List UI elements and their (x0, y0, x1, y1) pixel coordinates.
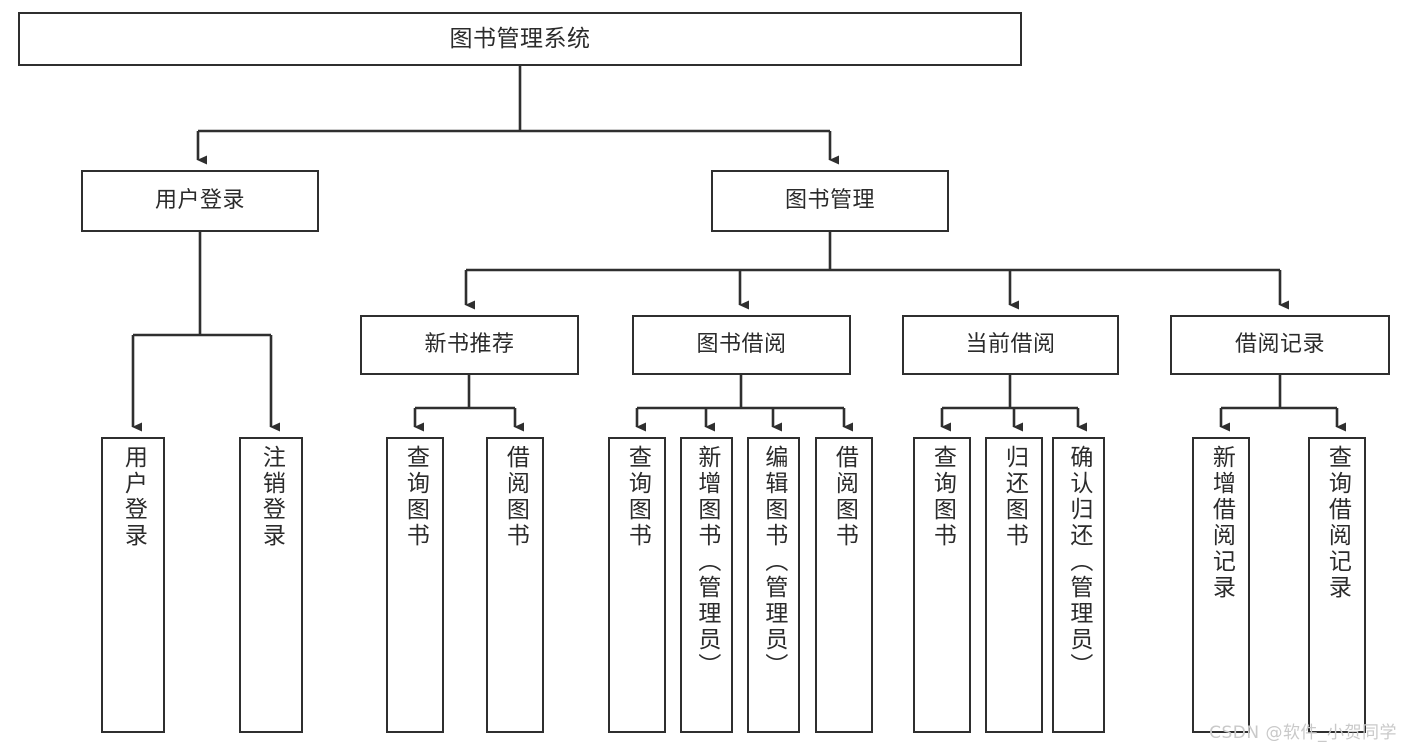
leaf-query-borrow-record[interactable]: 查询借阅记录 (1308, 437, 1366, 733)
leaf-return-book-label: 归还图书 (1001, 445, 1028, 549)
leaf-query-book-recommendation[interactable]: 查询图书 (386, 437, 444, 733)
node-book-borrow[interactable]: 图书借阅 (632, 315, 851, 375)
leaf-user-login-label: 用户登录 (120, 445, 147, 549)
leaf-confirm-return-admin-label: 确认归还（管理员） (1065, 445, 1092, 679)
node-borrow-record-label: 借阅记录 (1234, 331, 1325, 357)
leaf-logout-label: 注销登录 (258, 445, 285, 549)
node-book-management[interactable]: 图书管理 (711, 170, 949, 232)
leaf-edit-book-admin[interactable]: 编辑图书（管理员） (747, 437, 800, 733)
node-current-borrow-label: 当前借阅 (965, 331, 1056, 357)
leaf-borrow-book-recommendation[interactable]: 借阅图书 (486, 437, 544, 733)
leaf-borrow-book-recommendation-label: 借阅图书 (502, 445, 529, 549)
node-user-login[interactable]: 用户登录 (81, 170, 319, 232)
leaf-add-book-admin-label: 新增图书（管理员） (693, 445, 720, 679)
node-root-label: 图书管理系统 (449, 25, 591, 52)
leaf-confirm-return-admin[interactable]: 确认归还（管理员） (1052, 437, 1105, 733)
node-new-book-recommendation[interactable]: 新书推荐 (360, 315, 579, 375)
csdn-watermark: CSDN @软件_小贺同学 (1209, 723, 1397, 743)
leaf-query-book-borrow[interactable]: 查询图书 (608, 437, 666, 733)
leaf-borrow-book-borrow-label: 借阅图书 (831, 445, 858, 549)
leaf-logout[interactable]: 注销登录 (239, 437, 303, 733)
node-current-borrow[interactable]: 当前借阅 (902, 315, 1119, 375)
node-root[interactable]: 图书管理系统 (18, 12, 1022, 66)
node-user-login-label: 用户登录 (154, 187, 245, 213)
leaf-add-book-admin[interactable]: 新增图书（管理员） (680, 437, 733, 733)
leaf-borrow-book-borrow[interactable]: 借阅图书 (815, 437, 873, 733)
leaf-return-book[interactable]: 归还图书 (985, 437, 1043, 733)
node-new-book-recommendation-label: 新书推荐 (424, 331, 515, 357)
node-book-borrow-label: 图书借阅 (696, 331, 787, 357)
leaf-add-borrow-record-label: 新增借阅记录 (1208, 445, 1235, 601)
leaf-query-borrow-record-label: 查询借阅记录 (1324, 445, 1351, 601)
node-book-management-label: 图书管理 (784, 187, 875, 213)
leaf-query-book-borrow-label: 查询图书 (624, 445, 651, 549)
leaf-add-borrow-record[interactable]: 新增借阅记录 (1192, 437, 1250, 733)
node-borrow-record[interactable]: 借阅记录 (1170, 315, 1390, 375)
leaf-query-book-current-label: 查询图书 (929, 445, 956, 549)
leaf-query-book-recommendation-label: 查询图书 (402, 445, 429, 549)
leaf-query-book-current[interactable]: 查询图书 (913, 437, 971, 733)
leaf-edit-book-admin-label: 编辑图书（管理员） (760, 445, 787, 679)
leaf-user-login[interactable]: 用户登录 (101, 437, 165, 733)
